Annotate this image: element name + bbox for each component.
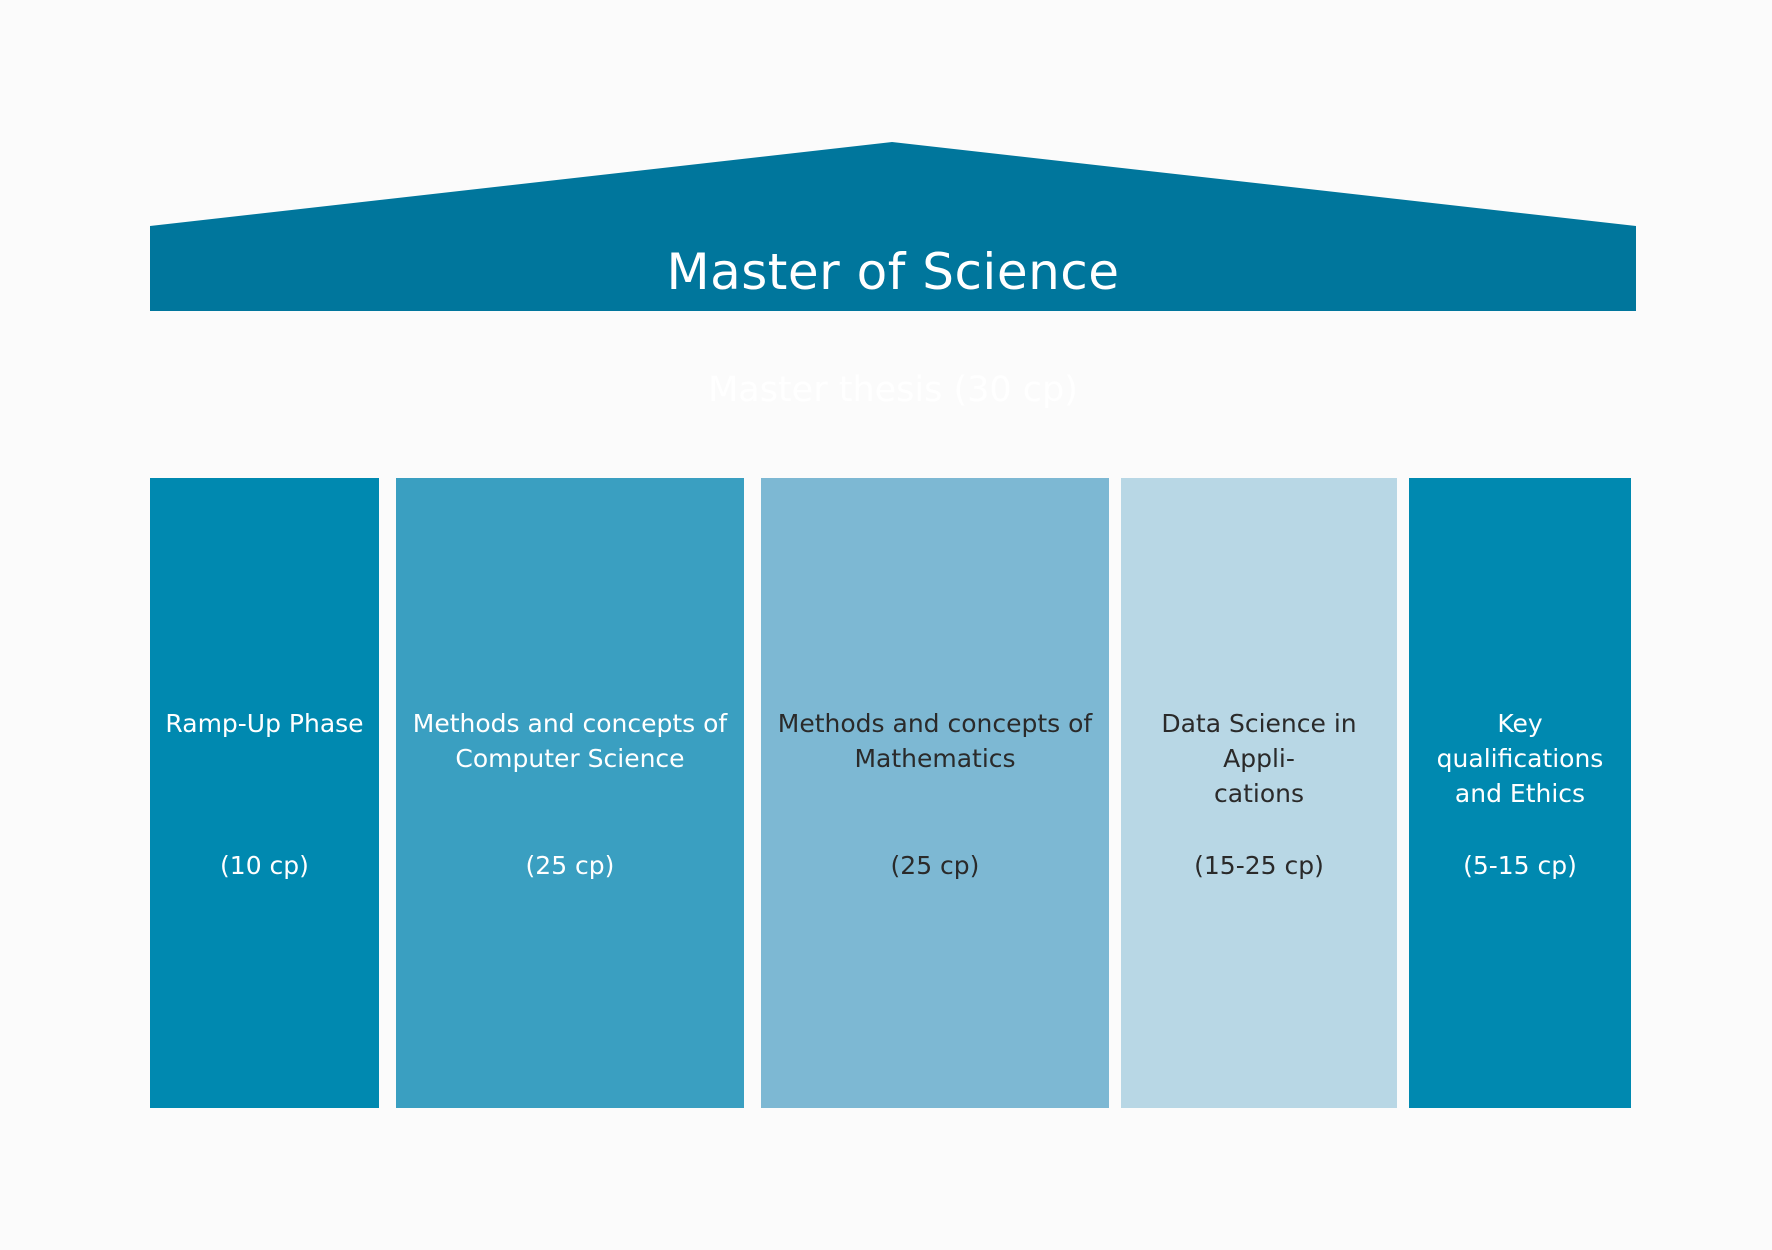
degree-title: Master of Science <box>666 243 1120 301</box>
pillar-name: Methods and concepts of Mathematics <box>777 709 1093 773</box>
pillar-data-science-applications: Data Science in Appli- cations (15-25 cp… <box>1121 478 1397 1108</box>
pillar-name: Data Science in Appli- cations <box>1161 709 1357 808</box>
pillar-key-qualifications: Key qualifications and Ethics (5-15 cp) <box>1409 478 1631 1108</box>
pillar-credits: (25 cp) <box>525 851 615 880</box>
master-thesis-label: Master thesis (30 cp) <box>708 370 1078 410</box>
pillar-name: Methods and concepts of Computer Science <box>412 709 728 773</box>
pillar-mathematics: Methods and concepts of Mathematics (25 … <box>761 478 1109 1108</box>
pillar-name: Key qualifications and Ethics <box>1436 709 1604 808</box>
master-thesis-block: Master thesis (30 cp) <box>150 331 1636 457</box>
pillar-credits: (15-25 cp) <box>1194 851 1324 880</box>
pillar-ramp-up-phase: Ramp-Up Phase (10 cp) <box>150 478 379 1108</box>
pillar-name: Ramp-Up Phase <box>165 709 364 738</box>
pillar-credits: (5-15 cp) <box>1463 851 1577 880</box>
pillar-credits: (10 cp) <box>220 851 309 880</box>
roof-pediment <box>150 142 1636 311</box>
pillar-computer-science: Methods and concepts of Computer Science… <box>396 478 744 1108</box>
pillar-credits: (25 cp) <box>890 851 980 880</box>
